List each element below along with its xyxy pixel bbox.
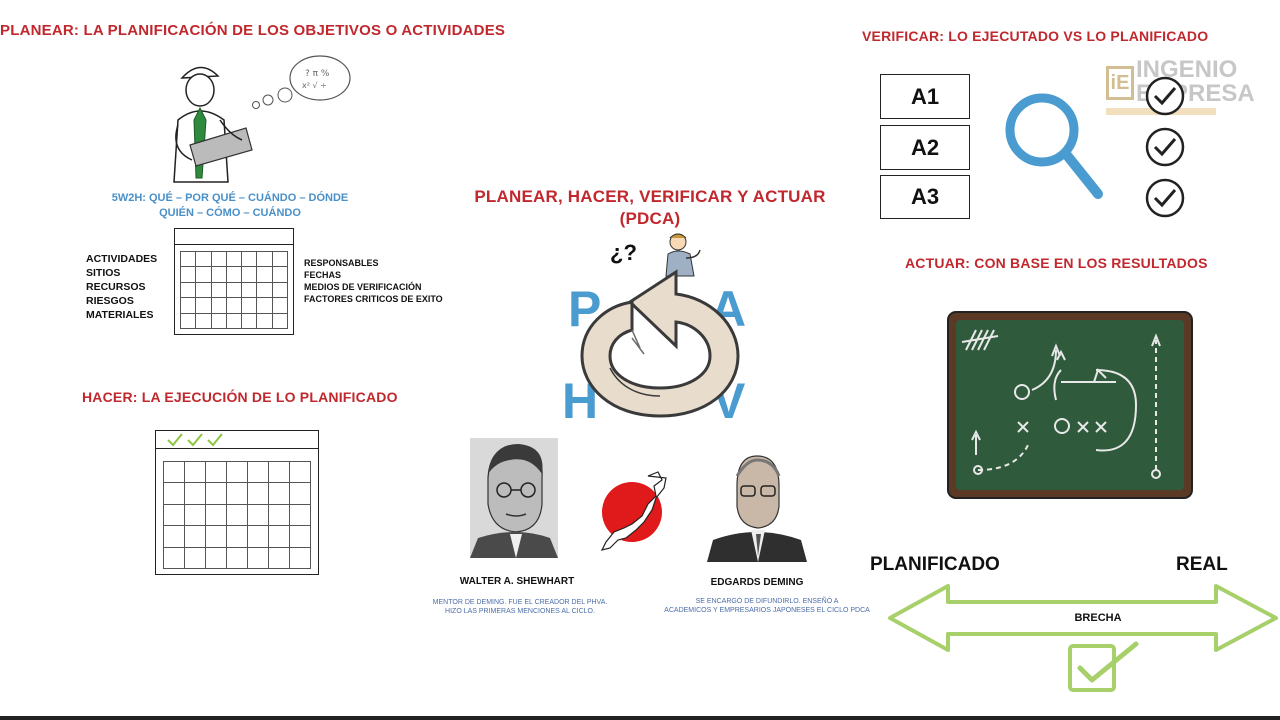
list-item: RESPONSABLES (304, 258, 379, 268)
svg-text:x² √ ÷: x² √ ÷ (302, 81, 327, 90)
list-item: FACTORES CRITICOS DE EXITO (304, 294, 443, 304)
planning-grid (174, 228, 294, 335)
list-item: RIESGOS (86, 295, 134, 307)
planear-left-list: ACTIVIDADES SITIOS RECURSOS RIESGOS MATE… (86, 252, 157, 322)
planear-title: PLANEAR: LA PLANIFICACIÓN DE LOS OBJETIV… (0, 22, 506, 39)
shewhart-name: WALTER A. SHEWHART (459, 576, 575, 587)
planear-right-list: RESPONSABLES FECHAS MEDIOS DE VERIFICACI… (304, 257, 443, 305)
deming-caption-line1: SE ENCARGÓ DE DIFUNDIRLO. ENSEÑÓ A (695, 598, 839, 605)
deming-name: EDGARDS DEMING (710, 577, 804, 588)
watermark-line1: INGENIO (1136, 56, 1238, 83)
bottom-divider (0, 716, 1280, 720)
gap-double-arrow (888, 584, 1278, 652)
shewhart-caption-line1: MENTOR DE DEMING. FUE EL CREADOR DEL PHV… (432, 599, 608, 606)
svg-text:? π %: ? π % (305, 69, 330, 79)
5w2h-block: 5W2H: QUÉ – POR QUÉ – CUÁNDO – DÓNDE QUI… (80, 191, 380, 221)
5w2h-line1: 5W2H: QUÉ – POR QUÉ – CUÁNDO – DÓNDE (111, 192, 349, 204)
activity-box-a2: A2 (880, 125, 970, 170)
engineer-illustration: ? π % x² √ ÷ (173, 55, 351, 183)
verificar-title: VERIFICAR: LO EJECUTADO VS LO PLANIFICAD… (862, 28, 1209, 44)
shewhart-caption: MENTOR DE DEMING. FUE EL CREADOR DEL PHV… (420, 598, 620, 616)
list-item: SITIOS (86, 267, 121, 279)
pdca-title-line2: (PDCA) (619, 209, 681, 228)
verification-checks (1145, 76, 1185, 218)
pdca-title: PLANEAR, HACER, VERIFICAR Y ACTUAR (PDCA… (430, 186, 870, 230)
planificado-label: PLANIFICADO (870, 554, 1000, 575)
watermark-logo-icon: iE (1106, 66, 1134, 100)
list-item: ACTIVIDADES (86, 253, 158, 265)
deming-portrait (707, 446, 807, 562)
deming-caption-line2: ACADEMICOS Y EMPRESARIOS JAPONESES EL CI… (664, 607, 870, 614)
question-marks: ¿? (610, 240, 637, 265)
activity-box-a1: A1 (880, 74, 970, 119)
5w2h-line2: QUIÉN – CÓMO – CUÁNDO (159, 207, 301, 219)
list-item: FECHAS (304, 270, 342, 280)
cycle-arrow-icon (580, 269, 740, 418)
list-item: MEDIOS DE VERIFICACIÓN (304, 282, 422, 292)
brecha-label: BRECHA (1074, 612, 1122, 624)
list-item: MATERIALES (86, 309, 154, 321)
checkmarks-icon (167, 433, 223, 447)
thinking-man-illustration (665, 233, 701, 277)
magnifier-icon (1005, 93, 1103, 199)
actuar-title: ACTUAR: CON BASE EN LOS RESULTADOS (905, 255, 1208, 271)
pdca-title-line1: PLANEAR, HACER, VERIFICAR Y ACTUAR (474, 187, 826, 206)
activity-box-a3: A3 (880, 175, 970, 219)
deming-caption: SE ENCARGÓ DE DIFUNDIRLO. ENSEÑÓ A ACADE… (650, 597, 884, 615)
shewhart-caption-line2: HIZO LAS PRIMERAS MENCIONES AL CICLO. (445, 608, 595, 615)
list-item: RECURSOS (86, 281, 146, 293)
shewhart-portrait (470, 438, 558, 558)
real-label: REAL (1176, 554, 1228, 575)
japan-map-icon (600, 471, 667, 551)
hacer-title: HACER: LA EJECUCIÓN DE LO PLANIFICADO (82, 389, 398, 405)
strategy-chalkboard (947, 311, 1193, 499)
approval-check-icon (1068, 641, 1139, 692)
execution-grid (155, 430, 319, 575)
